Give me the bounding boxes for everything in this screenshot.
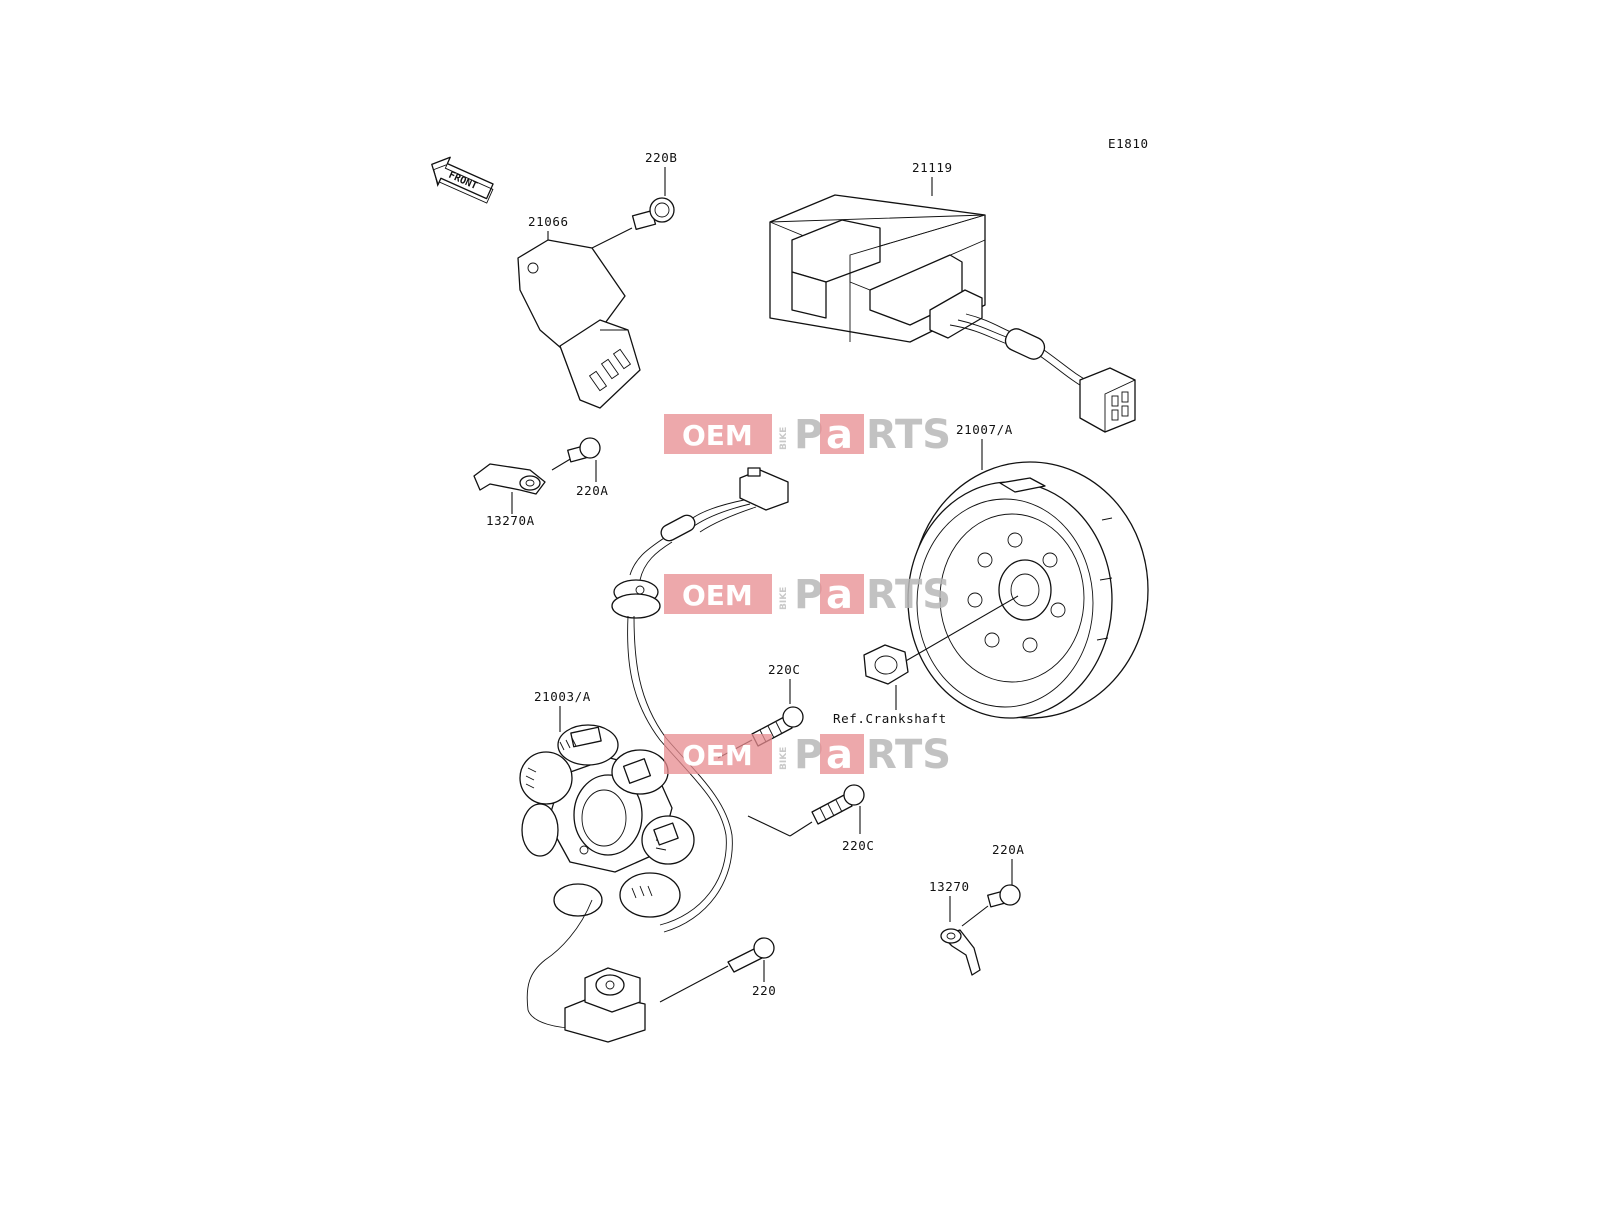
part-220B-bolt[interactable]: 220B: [591, 150, 678, 249]
part-220C-bolt-bottom[interactable]: 220C: [747, 784, 875, 853]
part-21003A-stator[interactable]: 21003/A: [519, 689, 695, 918]
watermark-middle: OEM BIKE P a RTS: [664, 572, 951, 618]
part-pickup-coil[interactable]: [526, 899, 729, 1043]
watermark-rts: RTS: [866, 572, 951, 618]
part-stator-harness: [611, 467, 789, 933]
diagram-code: E1810: [1108, 136, 1149, 151]
label-220: 220: [752, 983, 776, 998]
label-21007A: 21007/A: [956, 422, 1013, 437]
watermark-a: a: [826, 572, 853, 618]
watermark-bike: BIKE: [779, 427, 789, 450]
part-220-bolt[interactable]: 220: [727, 937, 776, 998]
watermark-top: OEM BIKE P a RTS: [664, 412, 951, 458]
label-220C-bottom: 220C: [842, 838, 875, 853]
watermark-oem: OEM: [682, 419, 753, 452]
part-21007A-flywheel[interactable]: 21007/A: [903, 422, 1149, 719]
watermark-oem: OEM: [682, 739, 753, 772]
part-220A-bolt-bottom[interactable]: 220A: [961, 842, 1025, 927]
label-21119: 21119: [912, 160, 953, 175]
part-21119-cdi-unit[interactable]: 21119: [769, 160, 1136, 433]
watermark-rts: RTS: [866, 732, 951, 778]
watermark-bike: BIKE: [779, 747, 789, 770]
label-ref-crankshaft: Ref.Crankshaft: [833, 711, 947, 726]
part-flywheel-nut[interactable]: Ref.Crankshaft: [833, 644, 947, 726]
watermark-bottom: OEM BIKE P a RTS: [664, 732, 951, 778]
label-220C-top: 220C: [768, 662, 801, 677]
watermark-p: P: [794, 572, 823, 618]
label-13270A: 13270A: [486, 513, 535, 528]
label-220A-bottom: 220A: [992, 842, 1025, 857]
watermark-p: P: [794, 412, 823, 458]
label-220A-top: 220A: [576, 483, 609, 498]
watermark-a: a: [826, 412, 853, 458]
part-220A-bolt-top[interactable]: 220A: [551, 437, 609, 498]
watermark-bike: BIKE: [779, 587, 789, 610]
part-13270A-bracket[interactable]: 13270A: [473, 463, 546, 528]
label-13270: 13270: [929, 879, 970, 894]
watermark-rts: RTS: [866, 412, 951, 458]
watermark-a: a: [826, 732, 853, 778]
part-21066-regulator[interactable]: 21066: [517, 214, 641, 409]
part-13270-bracket[interactable]: 13270: [929, 879, 981, 976]
watermark-p: P: [794, 732, 823, 778]
label-21066: 21066: [528, 214, 569, 229]
watermark-oem: OEM: [682, 579, 753, 612]
label-21003A: 21003/A: [534, 689, 591, 704]
label-220B: 220B: [645, 150, 678, 165]
front-arrow-icon: FRONT: [431, 156, 494, 204]
